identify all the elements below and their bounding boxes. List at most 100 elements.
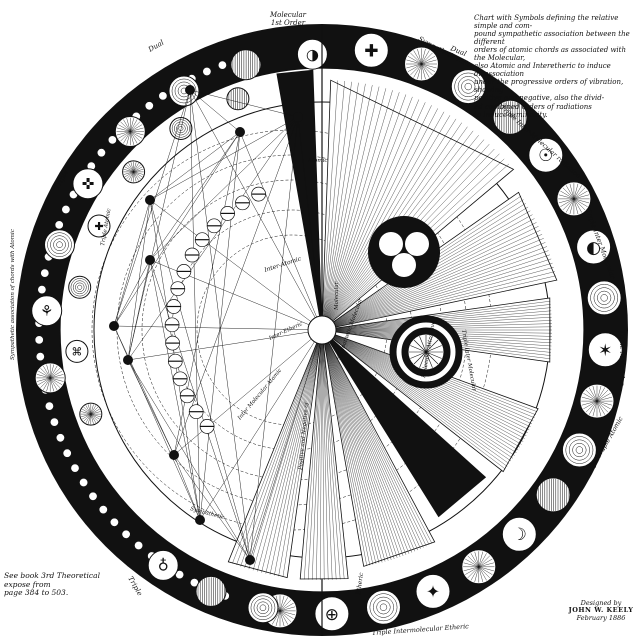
fan-ray bbox=[321, 267, 554, 331]
bead bbox=[37, 285, 47, 295]
chord-cluster bbox=[184, 247, 200, 263]
chord-line bbox=[127, 259, 151, 361]
medallion-ray bbox=[123, 171, 134, 175]
medallion-ray bbox=[130, 171, 134, 182]
rosette-spoke bbox=[425, 339, 439, 353]
medallion-glyph: ☉ bbox=[538, 146, 553, 166]
chord-cluster bbox=[164, 317, 180, 333]
medallion-ray bbox=[279, 610, 288, 625]
medallion-ray bbox=[275, 610, 281, 627]
medallion-ray bbox=[581, 400, 598, 406]
medallion-ray bbox=[413, 50, 422, 65]
fan-ray bbox=[321, 111, 445, 331]
symbol-medallion bbox=[556, 181, 592, 217]
symbol-medallion: ✚ bbox=[353, 32, 389, 68]
medallion-ray bbox=[478, 566, 483, 582]
bead bbox=[44, 401, 54, 411]
symbol-medallion: ⚘ bbox=[31, 295, 63, 327]
symbol-medallion bbox=[44, 229, 75, 261]
medallion-ray bbox=[478, 562, 494, 568]
symbol-medallion bbox=[168, 75, 200, 107]
chord-cluster bbox=[167, 353, 183, 369]
medallion-ring bbox=[174, 121, 188, 136]
medallion-ray bbox=[569, 198, 575, 215]
bead bbox=[35, 352, 45, 362]
chord-cluster bbox=[199, 419, 215, 434]
medallion-ray bbox=[130, 131, 141, 142]
medallion-ray bbox=[465, 566, 479, 575]
symbol-medallion bbox=[122, 160, 146, 184]
chord-line bbox=[149, 199, 323, 331]
symbol-medallion: ✦ bbox=[415, 573, 451, 609]
medallion-ray bbox=[569, 183, 575, 199]
medallion-ring bbox=[376, 600, 391, 615]
medallion-disc bbox=[296, 38, 328, 70]
fan-ray bbox=[321, 90, 393, 331]
chord-line bbox=[127, 89, 191, 361]
medallion-ray bbox=[130, 127, 144, 132]
chord-line bbox=[113, 199, 151, 327]
bead bbox=[158, 91, 168, 101]
medallion-ray bbox=[128, 163, 134, 172]
chord-cluster bbox=[170, 281, 186, 297]
symbol-medallion bbox=[579, 383, 615, 419]
medallion-glyph: ✶ bbox=[598, 341, 612, 361]
fan-ray bbox=[321, 301, 551, 331]
bead bbox=[79, 477, 89, 487]
chord-node bbox=[169, 450, 179, 460]
chord-node bbox=[145, 195, 155, 205]
medallion-ray bbox=[130, 131, 144, 136]
fan-ray bbox=[321, 329, 325, 581]
label-dual-right: Dual bbox=[146, 39, 165, 55]
medallion-ray bbox=[596, 393, 611, 402]
chord-cluster bbox=[194, 232, 210, 248]
chord-line bbox=[199, 131, 241, 521]
medallion-ray bbox=[50, 377, 61, 388]
medallion-ray bbox=[558, 198, 574, 204]
fan-ray bbox=[321, 329, 430, 545]
medallion-ray bbox=[573, 185, 582, 199]
medallion-ray bbox=[596, 400, 613, 406]
symbol-medallion bbox=[79, 402, 103, 426]
fan-ray bbox=[274, 329, 323, 576]
chord-cluster bbox=[165, 335, 180, 351]
fan-ray bbox=[321, 329, 395, 559]
symbol-medallions: ✚☉◐✶☽✦⊕♁⚘✜◑⌘✚☉ bbox=[31, 32, 623, 632]
radiation-fan bbox=[321, 329, 436, 567]
chord-line bbox=[189, 89, 241, 133]
bead bbox=[217, 60, 227, 70]
bead bbox=[96, 148, 106, 158]
fan-ray bbox=[321, 329, 520, 448]
medallion-ray bbox=[126, 171, 134, 180]
medallion-ray bbox=[478, 566, 490, 579]
rosette-lobe bbox=[405, 232, 429, 256]
fan-ray bbox=[321, 329, 383, 563]
medallion-glyph: ✦ bbox=[426, 582, 440, 602]
medallion-ray bbox=[90, 414, 97, 424]
medallion-ray bbox=[596, 401, 605, 415]
medallion-ray bbox=[46, 364, 51, 378]
fan-ray bbox=[321, 329, 508, 467]
symbol-medallion: ☽ bbox=[501, 516, 537, 552]
medallion-ray bbox=[585, 389, 598, 402]
rosette-spoke bbox=[419, 351, 427, 368]
medallion-ray bbox=[406, 63, 422, 69]
chord-line bbox=[189, 89, 323, 331]
fan-ray bbox=[321, 329, 370, 566]
fan-ray bbox=[321, 246, 548, 331]
medallion-ray bbox=[126, 118, 131, 132]
medallion-ring bbox=[72, 280, 87, 295]
fan-ray bbox=[321, 92, 400, 331]
medallion-ring bbox=[77, 284, 83, 290]
medallion-ray bbox=[417, 48, 422, 65]
medallion-disc bbox=[44, 229, 75, 261]
medallion-disc bbox=[366, 589, 401, 625]
medallion-ring bbox=[464, 82, 472, 91]
fan-ray bbox=[252, 329, 323, 571]
fan-ray bbox=[321, 329, 513, 459]
chord-line bbox=[113, 259, 151, 327]
fan-ray bbox=[321, 242, 546, 331]
medallion-ring bbox=[590, 284, 619, 312]
medallion-ray bbox=[596, 400, 609, 413]
medallion-ray bbox=[90, 404, 94, 415]
